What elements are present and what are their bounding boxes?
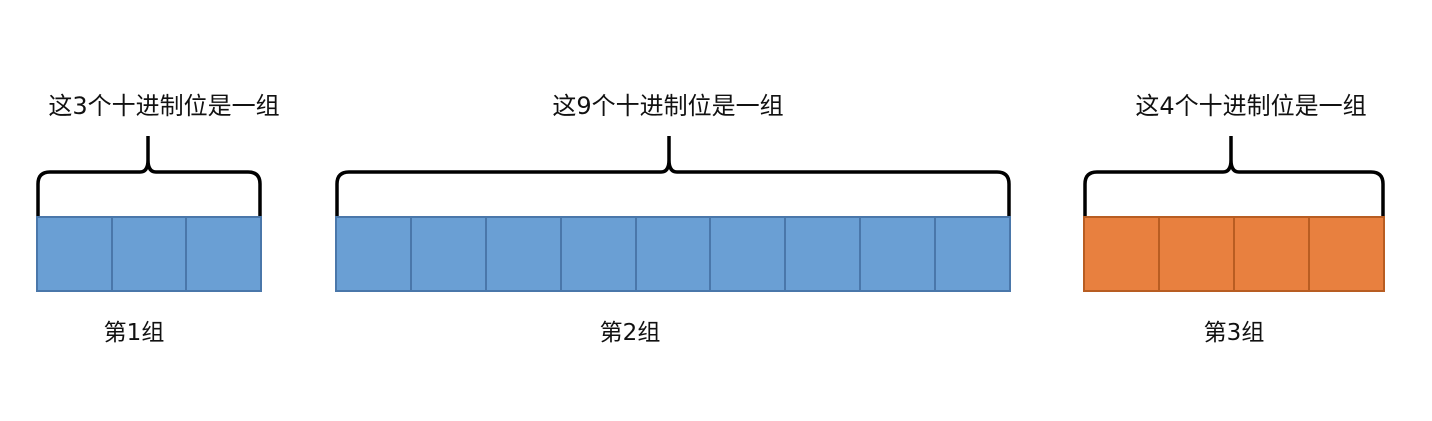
group-3-bottom-label: 第3组 [1203,320,1265,346]
digit-cell [709,218,785,290]
digit-cell [784,218,860,290]
digit-cell [409,218,485,290]
group-3-cell-row [1083,216,1385,292]
group-3-top-label: 这4个十进制位是一组 [1135,92,1367,120]
group-3-brace [1083,136,1385,218]
group-2-bottom-label: 第2组 [599,320,661,346]
digit-cell [1085,218,1158,290]
digit-cell [859,218,935,290]
group-1-brace [36,136,262,218]
digit-cell [559,218,635,290]
digit-cell [38,218,111,290]
digit-cell [634,218,710,290]
digit-cell [934,218,1010,290]
digit-cell [1233,218,1308,290]
digit-cell [1158,218,1233,290]
group-2-cell-row [335,216,1011,292]
digit-cell [484,218,560,290]
digit-cell [110,218,186,290]
group-2-top-label: 这9个十进制位是一组 [552,92,784,120]
group-1-bottom-label: 第1组 [103,320,165,346]
digit-cell [337,218,410,290]
digit-cell [185,218,261,290]
group-1-cell-row [36,216,262,292]
group-2-brace [335,136,1011,218]
group-1-top-label: 这3个十进制位是一组 [48,92,280,120]
digit-cell [1308,218,1383,290]
